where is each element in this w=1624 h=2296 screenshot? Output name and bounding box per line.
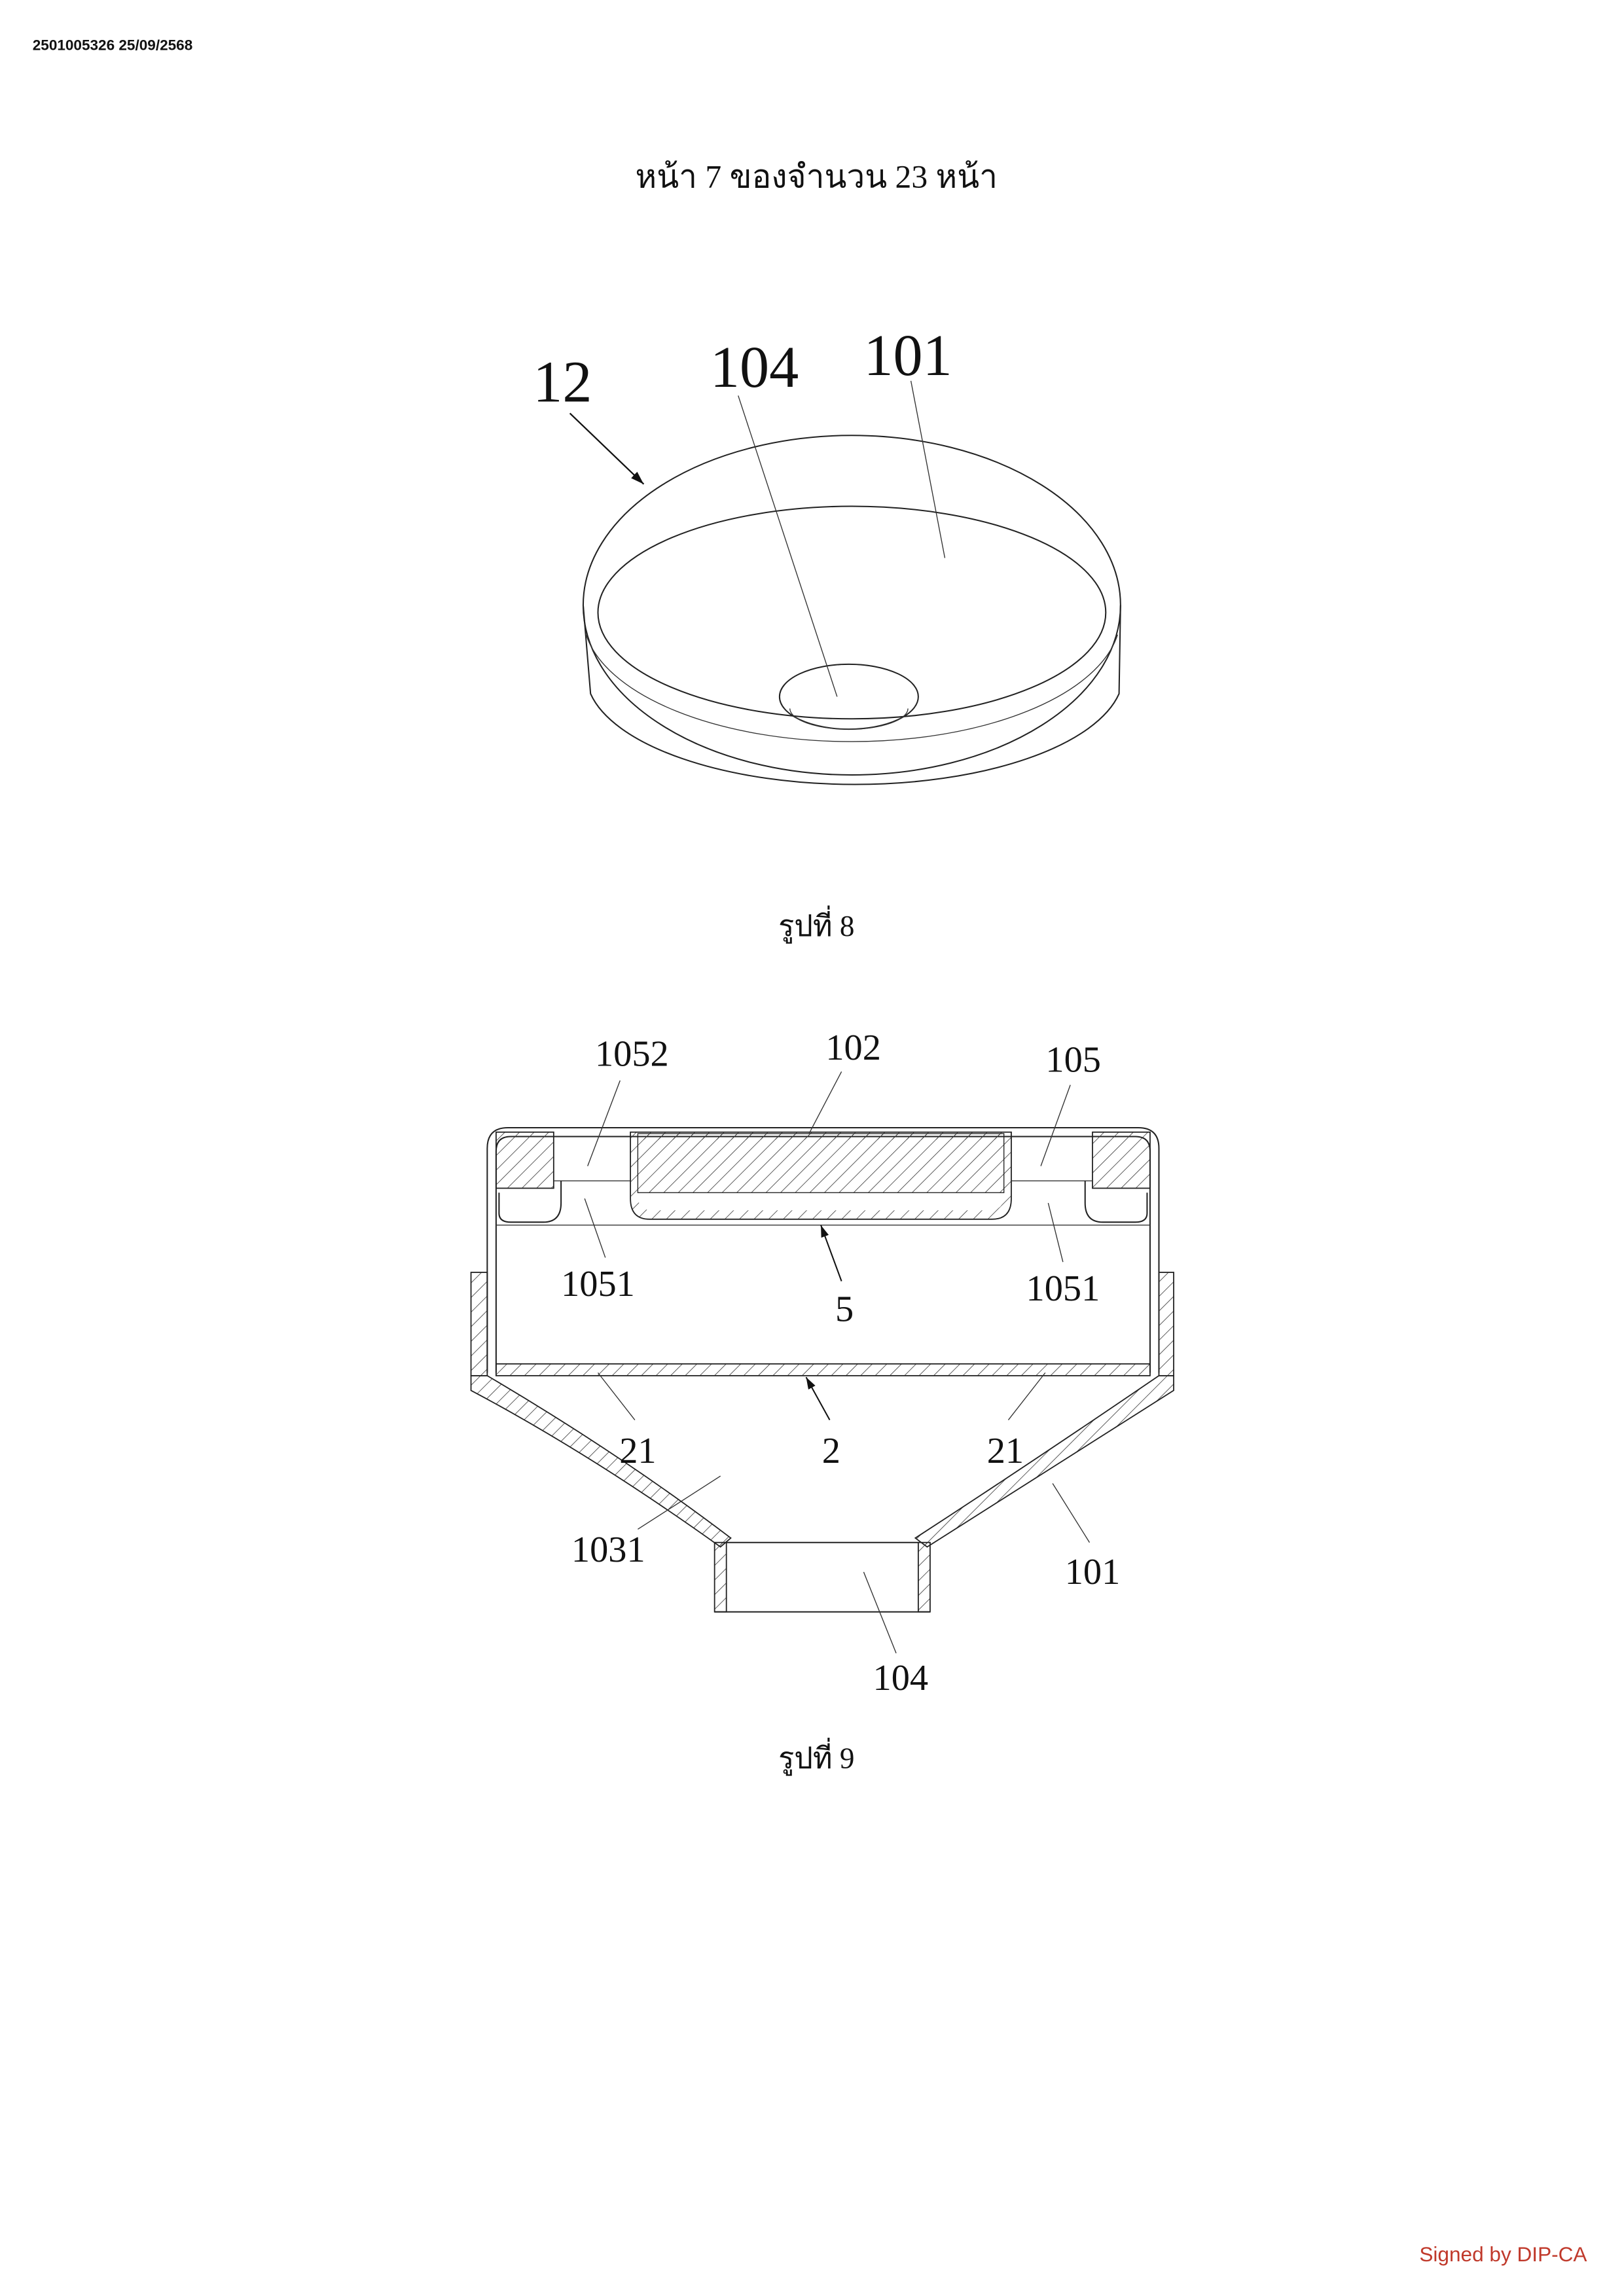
label-101: 101 xyxy=(863,323,952,388)
label-101-fig9: 101 xyxy=(1065,1552,1121,1592)
arrow-12 xyxy=(569,412,645,485)
page-title: หน้า 7 ของจำนวน 23 หน้า xyxy=(636,158,998,194)
label-5: 5 xyxy=(835,1289,854,1329)
figure-8-caption: รูปที่ 8 xyxy=(778,905,854,944)
label-105: 105 xyxy=(1045,1039,1101,1080)
label-12: 12 xyxy=(533,349,592,414)
label-1031: 1031 xyxy=(571,1530,645,1570)
figure-9-section xyxy=(470,1071,1174,1654)
figure-9-caption: รูปที่ 9 xyxy=(778,1738,854,1776)
digital-signature-note: Signed by DIP-CA xyxy=(1419,2242,1587,2266)
label-104-fig9: 104 xyxy=(873,1658,929,1698)
label-102: 102 xyxy=(825,1028,881,1068)
label-21-left: 21 xyxy=(619,1431,656,1471)
leader-104 xyxy=(738,395,838,697)
document-id-date: 2501005326 25/09/2568 xyxy=(33,37,193,54)
label-21-right: 21 xyxy=(987,1431,1024,1471)
figure-8-bowl xyxy=(569,380,1121,785)
label-1051-left: 1051 xyxy=(561,1264,635,1304)
label-1052: 1052 xyxy=(595,1033,669,1074)
label-104: 104 xyxy=(710,334,799,400)
leader-101 xyxy=(910,380,946,558)
label-2: 2 xyxy=(822,1431,840,1471)
label-1051-right: 1051 xyxy=(1026,1268,1100,1309)
